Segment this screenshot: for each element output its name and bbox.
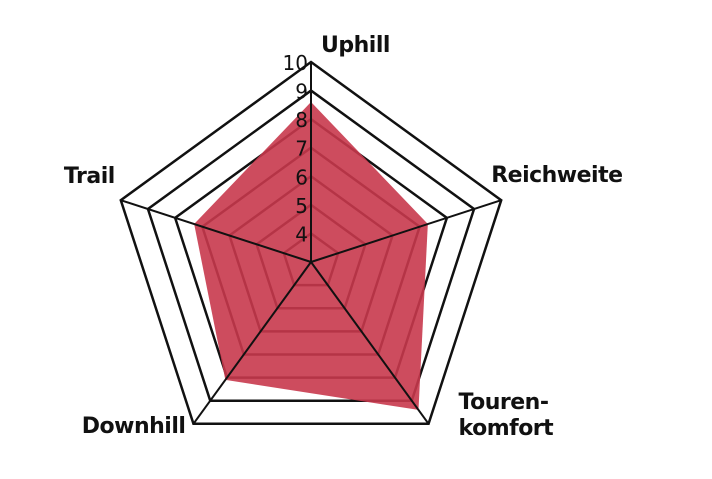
spoke-1 <box>310 199 502 263</box>
grid-spokes <box>120 62 502 425</box>
axis-label-1: Reichweite <box>491 163 622 188</box>
tick-label-9: 9 <box>295 80 308 104</box>
spoke-2 <box>310 261 430 425</box>
axis-label-2: Touren-komfort <box>459 390 555 441</box>
tick-label-10: 10 <box>283 51 308 75</box>
spoke-3 <box>192 261 312 425</box>
axis-label-4: Trail <box>64 164 115 189</box>
tick-label-6: 6 <box>295 165 308 189</box>
tick-label-8: 8 <box>295 108 308 132</box>
grid-ring-9 <box>146 89 476 402</box>
axis-label-0: Uphill <box>321 33 390 58</box>
tick-label-7: 7 <box>295 137 308 161</box>
spoke-4 <box>120 199 312 263</box>
tick-labels: 4 5 6 7 8 9 10 <box>283 51 308 246</box>
grid-ring-10 <box>119 60 503 426</box>
tick-label-4: 4 <box>295 222 308 246</box>
axis-label-3: Downhill <box>82 414 186 439</box>
tick-label-5: 5 <box>295 194 308 218</box>
